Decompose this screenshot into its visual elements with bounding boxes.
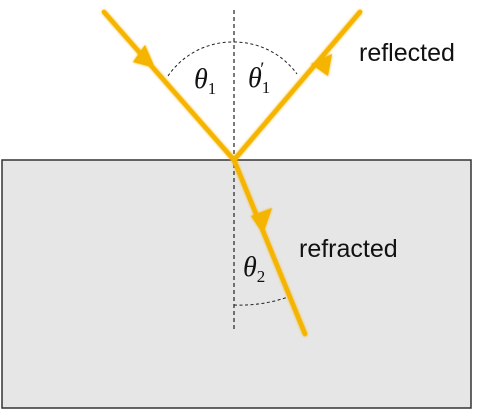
incident-angle-arc xyxy=(167,41,235,77)
incident-angle-label: θ1 xyxy=(194,64,217,98)
incident-ray xyxy=(101,9,237,163)
refracted-ray xyxy=(231,157,308,337)
refracted-angle-arc xyxy=(233,296,289,306)
reflected-label: reflected xyxy=(359,39,455,67)
refracted-label: refracted xyxy=(299,235,398,263)
refracted-angle-label: θ2 xyxy=(243,252,266,286)
reflected-angle-label: θ1′ xyxy=(248,59,271,97)
reflected-arrow-icon xyxy=(311,54,332,76)
reflected-ray xyxy=(231,9,363,163)
lower-medium xyxy=(1,159,472,409)
reflected-angle-arc xyxy=(233,41,298,75)
refracted-arrow-icon xyxy=(251,208,272,234)
incident-arrow-icon xyxy=(133,45,155,68)
